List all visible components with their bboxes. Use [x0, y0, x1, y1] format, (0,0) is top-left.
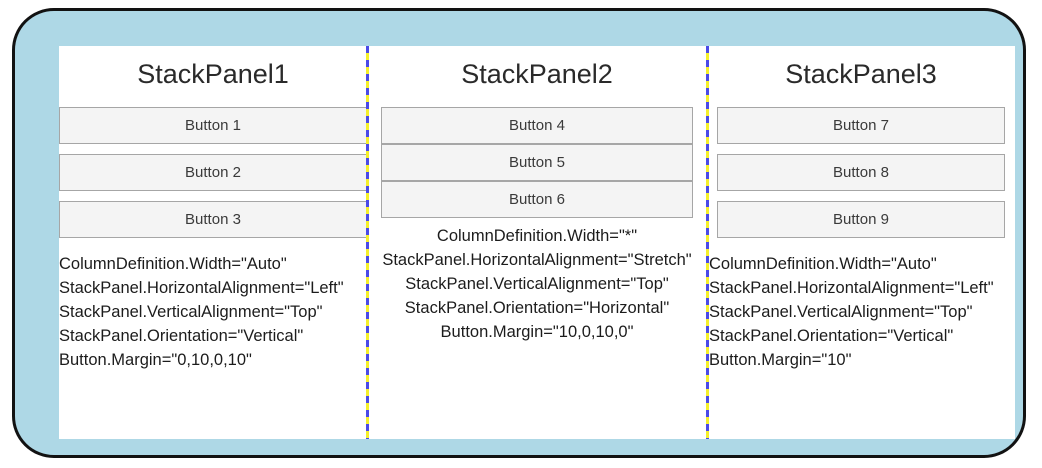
stackpanel2-column: StackPanel2 Button 4 Button 5 Button 6 C…: [367, 46, 707, 439]
annotation-line: ColumnDefinition.Width="Auto": [59, 255, 287, 273]
button-6[interactable]: Button 6: [381, 181, 693, 218]
annotation-line: StackPanel.Orientation="Vertical": [709, 327, 954, 345]
annotation-line: Button.Margin="10": [709, 351, 852, 369]
button-1[interactable]: Button 1: [59, 107, 367, 144]
stackpanel2-title: StackPanel2: [461, 59, 613, 89]
annotation-line: StackPanel.Orientation="Horizontal": [404, 299, 670, 317]
stackpanel3-column: StackPanel3 Button 7 Button 8 Button 9 C…: [707, 46, 1015, 439]
column-divider-1: [366, 46, 369, 439]
button-9[interactable]: Button 9: [717, 201, 1005, 238]
annotation-line: StackPanel.VerticalAlignment="Top": [59, 303, 323, 321]
annotation-line: ColumnDefinition.Width="Auto": [709, 255, 937, 273]
annotation-line: StackPanel.HorizontalAlignment="Left": [709, 279, 994, 297]
annotation-line: Button.Margin="10,0,10,0": [440, 323, 634, 341]
stackpanel3-annotation: ColumnDefinition.Width="Auto" StackPanel…: [707, 252, 1015, 372]
button-5[interactable]: Button 5: [381, 144, 693, 181]
button-3[interactable]: Button 3: [59, 201, 367, 238]
outer-frame: StackPanel1 Button 1 Button 2 Button 3 C…: [12, 8, 1026, 458]
annotation-line: StackPanel.HorizontalAlignment="Left": [59, 279, 344, 297]
annotation-line: StackPanel.HorizontalAlignment="Stretch": [382, 251, 692, 269]
annotation-line: StackPanel.VerticalAlignment="Top": [709, 303, 973, 321]
annotation-line: ColumnDefinition.Width="*": [436, 227, 638, 245]
stackpanel1-annotation: ColumnDefinition.Width="Auto" StackPanel…: [59, 252, 367, 372]
annotation-line: Button.Margin="0,10,0,10": [59, 351, 252, 369]
button-8[interactable]: Button 8: [717, 154, 1005, 191]
stackpanel3-button-stack: Button 7 Button 8 Button 9: [707, 107, 1015, 238]
stackpanel2-button-stack: Button 4 Button 5 Button 6: [367, 107, 707, 218]
stackpanel1-column: StackPanel1 Button 1 Button 2 Button 3 C…: [59, 46, 367, 439]
button-2[interactable]: Button 2: [59, 154, 367, 191]
stackpanel2-annotation: ColumnDefinition.Width="*" StackPanel.Ho…: [367, 224, 707, 344]
stackpanel1-title: StackPanel1: [137, 59, 289, 89]
annotation-line: StackPanel.VerticalAlignment="Top": [405, 275, 669, 293]
annotation-line: StackPanel.Orientation="Vertical": [59, 327, 304, 345]
button-4[interactable]: Button 4: [381, 107, 693, 144]
column-divider-2: [706, 46, 709, 439]
stackpanel3-title: StackPanel3: [785, 59, 937, 89]
stackpanel1-button-stack: Button 1 Button 2 Button 3: [59, 107, 367, 238]
content-surface: StackPanel1 Button 1 Button 2 Button 3 C…: [59, 46, 1015, 439]
button-7[interactable]: Button 7: [717, 107, 1005, 144]
